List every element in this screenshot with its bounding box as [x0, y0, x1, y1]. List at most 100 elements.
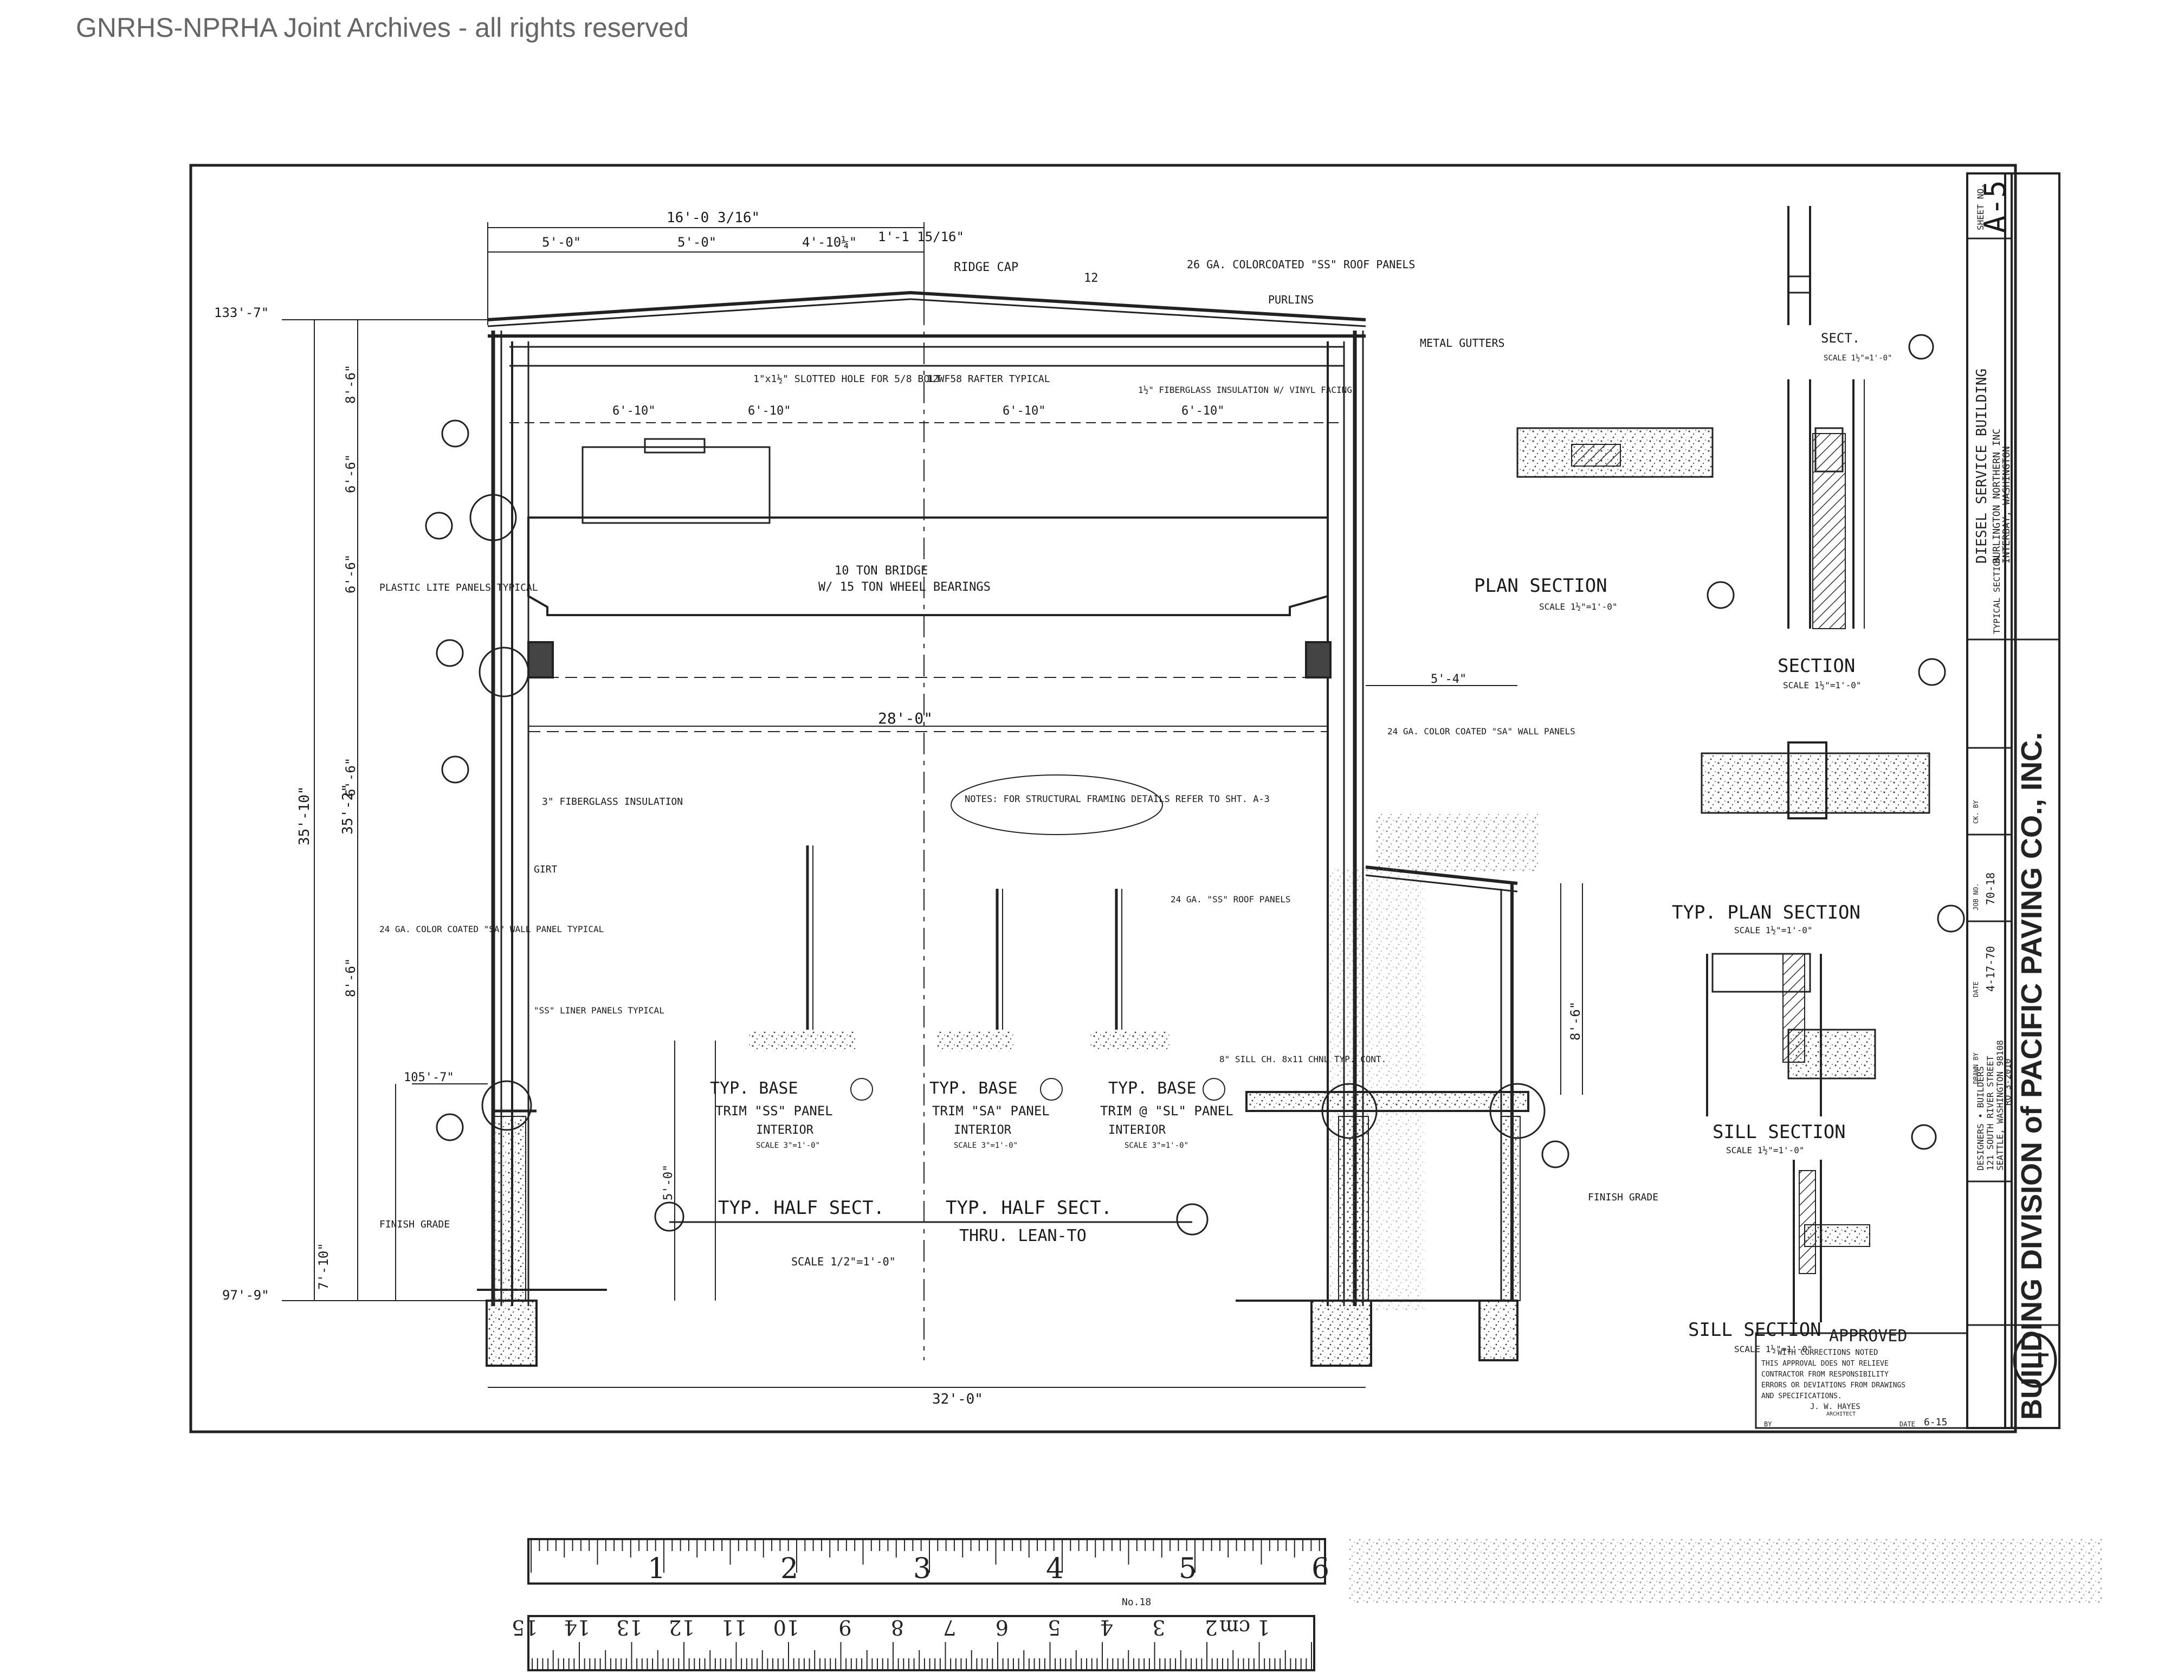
- dim-height-1: 35'-10": [296, 786, 313, 845]
- scan-label-strip: [1349, 1539, 2103, 1604]
- ruler-cm-label: 5: [1048, 1616, 1061, 1639]
- elevation-bottom: 97'-9": [222, 1288, 269, 1303]
- project-location: INTERBAY, WASHINGTON: [2001, 446, 2012, 564]
- label-wall-panel: 24 GA. COLOR COATED "SA" WALL PANEL TYPI…: [379, 924, 604, 934]
- ruler-cm-label: 15: [512, 1616, 538, 1639]
- label-notes: NOTES: FOR STRUCTURAL FRAMING DETAILS RE…: [965, 794, 1270, 805]
- dim-height-10: 5'-0": [662, 1165, 675, 1200]
- ruler-cm-label: 2: [1205, 1616, 1218, 1639]
- detail-sill-section-1: [1706, 953, 1937, 1150]
- project-name: DIESEL SERVICE BUILDING: [1974, 369, 1990, 564]
- dim-span: 28'-0": [878, 709, 933, 727]
- approval-date-label: DATE: [1899, 1420, 1915, 1428]
- ruler-cm-label: 11: [721, 1616, 747, 1639]
- date-label: DATE: [1972, 981, 1980, 997]
- ruler-cm-label: 1 cm: [1219, 1616, 1270, 1639]
- dim-lean-to: 5'-4": [1431, 673, 1466, 686]
- job-label: JOB NO.: [1972, 883, 1980, 910]
- label-insulation: 3" FIBERGLASS INSULATION: [542, 796, 683, 807]
- label-lean-to-panels: 24 GA. COLOR COATED "SA" WALL PANELS: [1387, 726, 1575, 736]
- ruler-inch-label: 3: [913, 1553, 931, 1585]
- dim-height-2: 35'-2": [340, 784, 356, 835]
- title-sill-section-2: SILL SECTION: [1688, 1319, 1821, 1341]
- label-plastic-panels: PLASTIC LITE PANELS TYPICAL: [379, 582, 538, 593]
- approval-date: 6-15: [1924, 1417, 1947, 1428]
- label-typ-base-2-sub: TRIM "SA" PANEL: [932, 1103, 1050, 1119]
- label-finish-grade-right: FINISH GRADE: [1588, 1192, 1658, 1203]
- approval-by: BY: [1764, 1420, 1772, 1428]
- label-rafter: 12WF58 RAFTER TYPICAL: [927, 373, 1050, 385]
- ruler-cm-label: 7: [943, 1616, 956, 1639]
- label-typ-base-2-scale: SCALE 3"=1'-0": [954, 1141, 1018, 1150]
- dim-height-3: 8'-6": [343, 365, 358, 404]
- drawn-by-label: DRAWN BY: [1972, 1052, 1980, 1084]
- ruler-cm-label: 10: [773, 1616, 799, 1639]
- label-typ-base-1-scale: SCALE 3"=1'-0": [756, 1141, 820, 1150]
- company-address-2: SEATTLE, WASHINGTON 98108: [1995, 1040, 2005, 1171]
- label-ridge-insulation: 1½" FIBERGLASS INSULATION W/ VINYL FACIN…: [1138, 385, 1352, 395]
- label-purlins: PURLINS: [1268, 293, 1314, 306]
- building-section: [282, 222, 1583, 1388]
- dim-top-overall: 16'-0 3/16": [667, 210, 760, 226]
- dim-6-a: 6'-10": [612, 404, 655, 418]
- scale-section-b: SCALE 1½"=1'-0": [1783, 680, 1862, 690]
- client-name: BURLINGTON NORTHERN INC: [1991, 429, 2002, 564]
- dim-pitch: 12: [1084, 272, 1099, 285]
- label-typ-base-3: TYP. BASE: [1108, 1079, 1197, 1098]
- scale-sill-section-1: SCALE 1½"=1'-0": [1726, 1145, 1805, 1155]
- label-typ-base-3-scale: SCALE 3"=1'-0": [1125, 1141, 1188, 1150]
- ruler-cm-label: 8: [891, 1616, 904, 1639]
- dim-5-b: 5'-0": [677, 235, 716, 250]
- label-typ-base-2-int: INTERIOR: [954, 1123, 1012, 1137]
- label-typ-base-1-int: INTERIOR: [756, 1123, 814, 1137]
- title-plan-section: PLAN SECTION: [1474, 575, 1607, 597]
- company-phone: RO 3-2010: [2002, 1058, 2013, 1106]
- title-sill-section-1: SILL SECTION: [1713, 1121, 1846, 1143]
- label-half-sect-left: TYP. HALF SECT.: [718, 1197, 884, 1219]
- dim-6-c: 6'-10": [1003, 404, 1045, 418]
- detail-plan-section: [1516, 427, 1735, 609]
- dim-1: 1'-1 15/16": [878, 229, 964, 244]
- label-sill-channel: 8" SILL CH. 8x11 CHNL TYP. CONT.: [1219, 1054, 1386, 1064]
- label-half-sect-scale: SCALE 1/2"=1'-0": [791, 1255, 896, 1268]
- dim-5-a: 5'-0": [542, 235, 581, 250]
- detail-section-b: [1787, 379, 1946, 686]
- label-half-sect-right-sub: THRU. LEAN-TO: [959, 1226, 1087, 1245]
- scale-typ-plan-section: SCALE 1½"=1'-0": [1734, 925, 1813, 935]
- title-typ-plan-section: TYP. PLAN SECTION: [1672, 902, 1860, 923]
- title-sect-top: SECT.: [1821, 331, 1860, 346]
- label-half-sect-right: TYP. HALF SECT.: [946, 1197, 1112, 1219]
- drawing-title: TYPICAL SECTION: [1992, 556, 2002, 635]
- label-girt: GIRT: [534, 864, 558, 875]
- approval-architect-role: ARCHITECT: [1826, 1411, 1856, 1417]
- detail-typ-plan-section: [1701, 741, 1965, 933]
- dim-height-4: 6'-6": [343, 454, 358, 493]
- ruler-cm-label: 6: [996, 1616, 1009, 1639]
- label-typ-base-3-sub: TRIM @ "SL" PANEL: [1100, 1103, 1233, 1119]
- label-typ-base-3-int: INTERIOR: [1108, 1123, 1166, 1137]
- dim-height-5: 6'-6": [343, 554, 358, 593]
- label-typ-base-2: TYP. BASE: [929, 1079, 1018, 1098]
- job-number: 70-18: [1984, 873, 1997, 905]
- label-crane: 10 TON BRIDGE: [835, 564, 928, 578]
- ruler-cm-label: 3: [1152, 1616, 1165, 1639]
- dim-height-9: 8'-6": [1568, 1001, 1583, 1041]
- dim-bottom: 32'-0": [932, 1391, 983, 1407]
- approval-line-1: THIS APPROVAL DOES NOT RELIEVE: [1761, 1360, 1889, 1368]
- ruler-inch-label: 6: [1311, 1553, 1329, 1585]
- label-metal-gutters: METAL GUTTERS: [1420, 337, 1505, 350]
- ruler-label: No.18: [1122, 1597, 1151, 1608]
- elevation-top: 133'-7": [214, 305, 269, 320]
- dim-4: 4'-10¼": [802, 235, 857, 250]
- drawing-date: 4-17-70: [1984, 946, 1997, 992]
- dim-height-8: 7'-10": [316, 1243, 331, 1290]
- company-logo: [2013, 1333, 2057, 1388]
- company-address-1: 121 SOUTH RIVER STREET: [1985, 1056, 1995, 1171]
- sheet-border: [189, 164, 2017, 1433]
- scale-plan-section: SCALE 1½"=1'-0": [1539, 602, 1618, 612]
- title-block: [1966, 172, 2060, 1429]
- dim-height-6: 6'-6": [343, 758, 358, 797]
- ruler-cm-label: 9: [838, 1616, 851, 1639]
- approval-architect: J. W. HAYES: [1810, 1403, 1860, 1411]
